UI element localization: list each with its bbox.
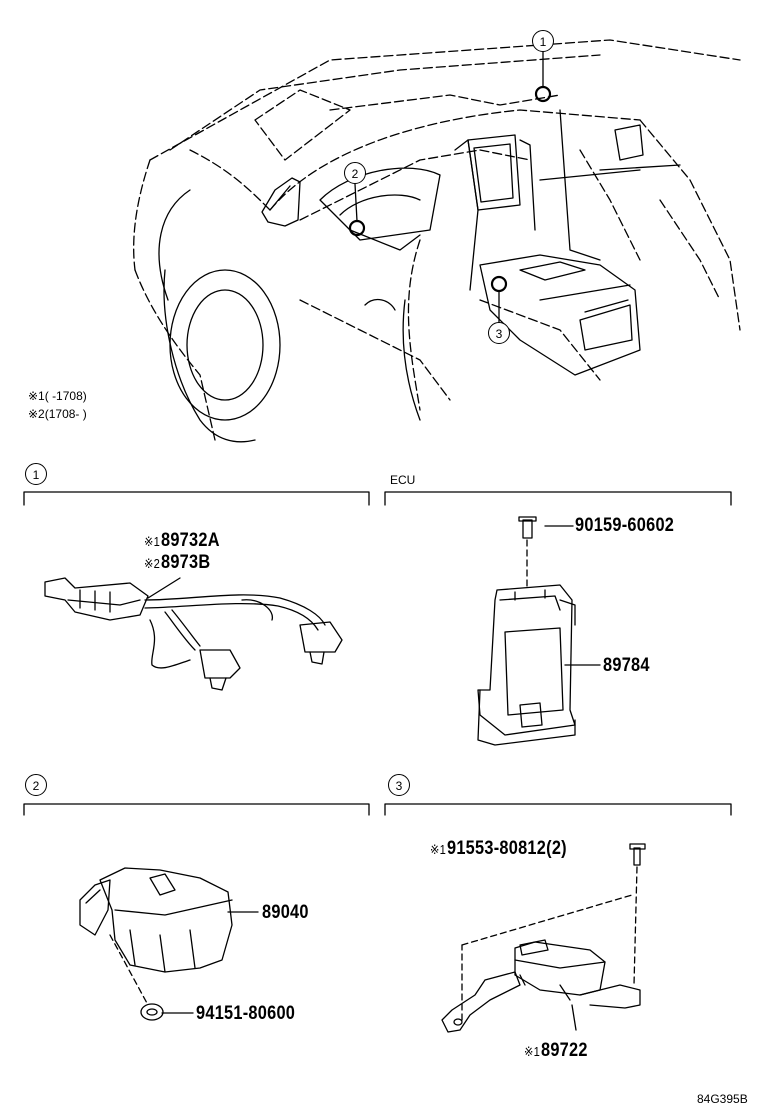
section-3-circle: 3	[388, 774, 410, 796]
section-brackets	[23, 491, 732, 816]
ecu-drawing	[477, 516, 576, 746]
part-89040: 89040	[262, 902, 309, 923]
callout-3: 3	[488, 322, 510, 344]
callout-1: 1	[532, 30, 554, 52]
part-89732A: ※189732A	[144, 530, 220, 552]
part-91553-80812-number: 91553-80812(2)	[446, 838, 567, 859]
dashboard-illustration	[133, 39, 741, 441]
part-8973B-mark: ※2	[144, 556, 161, 571]
part-89732A-mark: ※1	[144, 534, 161, 549]
part-91553-80812: ※191553-80812(2)	[430, 838, 567, 860]
note-2-mark: ※2	[28, 407, 45, 421]
part-89722-number: 89722	[540, 1040, 588, 1061]
part-89784: 89784	[603, 655, 650, 676]
section-1-circle: 1	[25, 463, 47, 485]
part-89722-mark: ※1	[524, 1044, 541, 1059]
note-1-mark: ※1	[28, 389, 45, 403]
diagram-code: 84G395B	[697, 1092, 748, 1106]
note-1: ※1( -1708)	[28, 389, 87, 403]
note-2: ※2(1708- )	[28, 407, 87, 421]
part-91553-80812-mark: ※1	[430, 842, 447, 857]
bracket-drawing	[441, 843, 646, 1033]
part-90159-60602: 90159-60602	[575, 515, 675, 536]
part-89732A-number: 89732A	[160, 530, 220, 551]
harness-drawing	[44, 577, 343, 691]
note-1-text: ( -1708)	[44, 389, 87, 403]
note-2-text: (1708- )	[44, 407, 87, 421]
leader-lines	[147, 525, 601, 1031]
part-8973B: ※28973B	[144, 552, 210, 574]
section-ecu-label: ECU	[390, 473, 416, 487]
dashboard-solid-lines	[158, 109, 681, 443]
section-2-circle: 2	[25, 774, 47, 796]
part-89722: ※189722	[524, 1040, 588, 1062]
part-94151-80600: 94151-80600	[196, 1003, 296, 1024]
part-8973B-number: 8973B	[160, 552, 211, 573]
sensor-drawing	[79, 867, 233, 1021]
callout-2: 2	[344, 162, 366, 184]
